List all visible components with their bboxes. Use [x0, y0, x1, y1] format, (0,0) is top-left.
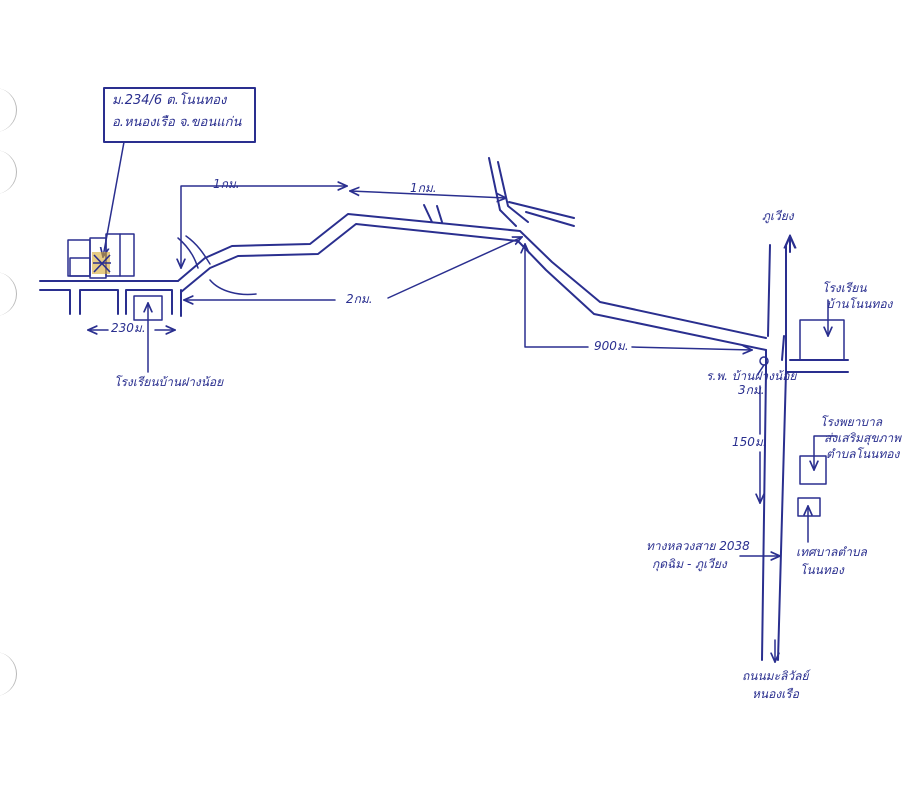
- hospital-label-2: 3กม.: [738, 383, 765, 397]
- distance-left-bottom: 230ม.: [111, 321, 146, 335]
- address-box: [103, 87, 256, 143]
- tambon-office-label-2: โนนทอง: [800, 563, 844, 577]
- highway-label-2: กุดฉิม - ภูเวียง: [652, 557, 727, 571]
- school-right-label-2: บ้านโนนทอง: [826, 297, 893, 311]
- distance-down-road: 150ม.: [732, 435, 767, 449]
- health-center-label-3: ตำบลโนนทอง: [826, 447, 900, 461]
- health-center-label-2: ส่งเสริมสุขภาพ: [824, 431, 902, 445]
- school-right-box: [799, 319, 845, 361]
- hospital-label-1: ร.พ. บ้านฝางน้อย: [706, 369, 797, 383]
- phu-wiang-label: ภูเวียง: [762, 209, 794, 223]
- distance-top-left: 1กม.: [213, 177, 240, 191]
- health-center-label-1: โรงพยาบาล: [820, 415, 883, 429]
- highway-label-1: ทางหลวงสาย 2038: [646, 539, 750, 553]
- tambon-office-box: [797, 497, 821, 517]
- address-line1: ม.234/6 ต.โนนทอง: [112, 93, 227, 108]
- distance-mid: 2กม.: [346, 292, 373, 306]
- health-center-box: [799, 455, 827, 485]
- nongruea-label-2: หนองเรือ: [752, 687, 799, 701]
- school-right-label-1: โรงเรียน: [822, 281, 867, 295]
- school-left-label: โรงเรียนบ้านฝางน้อย: [114, 375, 224, 389]
- highway-2038: [761, 244, 771, 661]
- distance-top-right: 1กม.: [410, 181, 437, 195]
- address-line2: อ.หนองเรือ จ.ขอนแก่น: [112, 115, 242, 130]
- main-road: [177, 213, 767, 339]
- nongruea-label-1: ถนนมะลิวัลย์: [742, 669, 809, 683]
- hospital-pin-icon: [757, 356, 769, 375]
- distance-to-hospital: 900ม.: [594, 339, 629, 353]
- tambon-office-label-1: เทศบาลตำบล: [796, 545, 867, 559]
- star-marker-icon: [92, 252, 111, 274]
